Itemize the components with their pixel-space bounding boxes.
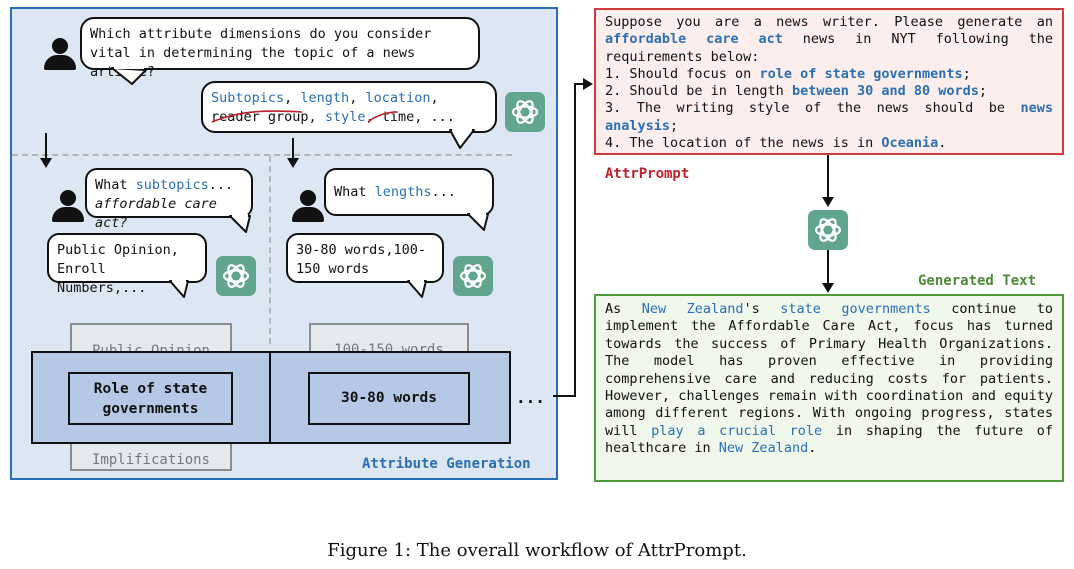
arrow-down-right [292, 138, 294, 160]
generated-segment: state governments [780, 301, 931, 317]
prompt-segment: 1. Should focus on [605, 65, 752, 82]
arrow-down-left [45, 133, 47, 160]
prompt-segment: between 30 and 80 words [791, 83, 979, 100]
lengths-answer-bubble: 30-80 words,100-150 words [286, 233, 444, 283]
question-bubble: Which attribute dimensions do you consid… [80, 17, 480, 80]
prompt-segment: Suppose you are a news writer. Please ge… [605, 14, 1053, 30]
answer-segment: , [365, 109, 382, 125]
answer-segment: , [349, 90, 366, 106]
prompt-segment: ; [670, 117, 679, 134]
dashed-divider-horizontal [12, 154, 512, 156]
prompt-segment: Oceania [881, 135, 939, 152]
generated-text-box: As New Zealand's state governments conti… [594, 294, 1064, 482]
generated-segment: As [605, 301, 642, 317]
lengths-answer-tail [407, 279, 427, 298]
prompt-segment: news analysis [605, 100, 1053, 134]
generated-segment: . [808, 440, 817, 457]
attribute-generation-label: Attribute Generation [362, 456, 531, 472]
subtopics-term: subtopics [135, 177, 209, 193]
answer-segment: , [284, 90, 301, 106]
generated-segment: New Zealand [718, 440, 809, 457]
prompt-segment: 2. Should be in length [605, 83, 784, 100]
prompt-segment: news in NYT following the requirements b… [605, 31, 1053, 65]
arrow-prompt-to-gpt [827, 155, 829, 199]
prompt-segment: role of state governments [759, 65, 963, 82]
lengths-question-bubble: What lengths... [324, 168, 494, 216]
subtopics-answer-tail [169, 279, 189, 298]
user-icon [292, 190, 324, 224]
more-attributes-ellipsis: ... [516, 388, 545, 407]
generated-segment: in shaping the future of healthcare in [605, 422, 1053, 457]
answer-segment: , [430, 90, 439, 106]
chatgpt-icon [808, 210, 848, 250]
subtopics-question-bubble: What subtopics... affordable care act? [85, 168, 253, 231]
subtopics-question-tail [229, 214, 251, 233]
prompt-segment: affordable care act [605, 31, 783, 48]
chatgpt-icon [453, 256, 493, 296]
answer-segment: location [365, 90, 431, 106]
answer-segment: , ... [414, 109, 455, 125]
arrow-gpt-to-generated [827, 250, 829, 284]
user-icon [52, 190, 84, 224]
answer-strike-marks [211, 110, 399, 123]
prompt-segment: ; [962, 65, 971, 82]
prompt-segment: 4. The location of the news is in [605, 135, 874, 152]
chatgpt-icon [505, 92, 545, 132]
figure-caption: Figure 1: The overall workflow of AttrPr… [327, 540, 747, 561]
answer-segment: reader group [211, 109, 309, 125]
generated-segment: New Zealand [641, 301, 744, 317]
answer-line-2: reader group, style, time, ... [211, 108, 487, 127]
answer-segment: style [324, 109, 366, 125]
prompt-segment: 3. The writing style of the news should … [605, 100, 1006, 117]
lengths-term: lengths [374, 184, 432, 200]
attrprompt-label: AttrPrompt [605, 166, 690, 182]
user-icon [44, 38, 76, 72]
answer-bubble: Subtopics, length, location, reader grou… [201, 81, 497, 133]
prompt-segment: . [938, 135, 947, 152]
selected-attribute-right: 30-80 words [308, 372, 470, 425]
attrprompt-box: Suppose you are a news writer. Please ge… [594, 8, 1064, 155]
connector-arrow-to-prompt [553, 78, 593, 397]
generated-segment: continue to implement the Affordable Car… [605, 301, 1053, 439]
selected-attribute-left: Role of state governments [68, 372, 233, 425]
lengths-question-tail [467, 212, 489, 231]
generated-text-label: Generated Text [918, 273, 1037, 289]
prompt-segment: ; [978, 83, 988, 100]
answer-segment: Subtopics [211, 90, 285, 106]
generated-segment: 's [743, 301, 781, 317]
subtopics-answer-bubble: Public Opinion, Enroll Numbers,... [47, 233, 207, 296]
answer-bubble-tail [449, 128, 475, 149]
question-bubble-tail [111, 66, 147, 85]
generated-segment: play a crucial role [651, 422, 823, 439]
answer-segment: , [308, 109, 325, 125]
answer-line-1: Subtopics, length, location, [211, 89, 487, 108]
dashed-divider-vertical [269, 156, 271, 344]
chatgpt-icon [216, 256, 256, 296]
answer-segment: length [300, 90, 350, 106]
